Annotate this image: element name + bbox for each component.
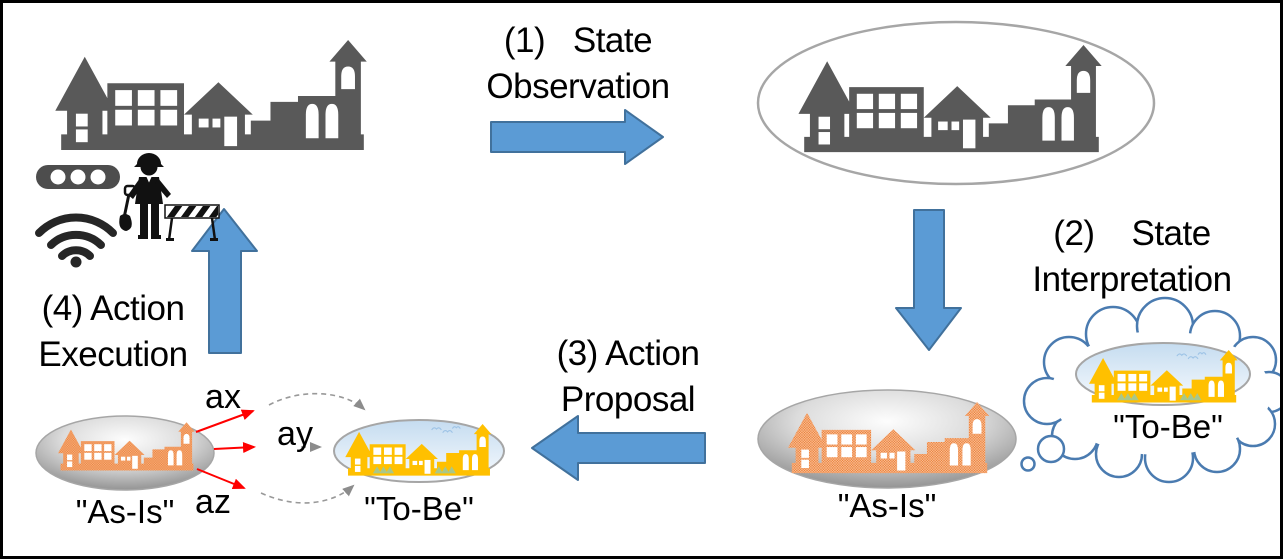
wifi-icon xyxy=(35,213,117,268)
step1-line1: (1) State xyxy=(503,21,653,60)
arrow-left-step3 xyxy=(531,415,706,481)
step3-line1: (3) Action xyxy=(556,334,700,373)
step1-label: (1) State Observation xyxy=(443,18,713,109)
action-arrow-ax xyxy=(195,409,255,433)
arrow-up-step4 xyxy=(191,208,258,354)
action-arrow-az xyxy=(196,468,246,489)
step2-line2: Interpretation xyxy=(1032,259,1232,299)
thought-bubble-small xyxy=(1020,456,1036,472)
as-is-right-label: "As-Is" xyxy=(837,487,937,524)
action-az-label: az xyxy=(195,483,231,521)
thought-bubble-medium xyxy=(1036,434,1066,464)
step4-label: (4) Action Execution xyxy=(15,286,211,377)
step4-line1: (4) Action xyxy=(41,289,185,328)
city-top-left xyxy=(55,40,367,151)
barricade-icon xyxy=(164,204,220,241)
step2-line1: (2) State xyxy=(1053,214,1211,253)
step4-line2: Execution xyxy=(38,334,188,374)
to-be-left-label: "To-Be" xyxy=(364,490,474,527)
diagram-graphics xyxy=(35,20,1280,504)
step3-line2: Proposal xyxy=(560,379,696,419)
traffic-light-icon xyxy=(36,165,120,189)
to-be-cloud-label: "To-Be" xyxy=(1113,408,1223,445)
step2-label: (2) State Interpretation xyxy=(978,211,1280,302)
as-is-left-label: "As-Is" xyxy=(75,493,175,530)
action-ay-label: ay xyxy=(277,415,313,453)
action-arrow-ay xyxy=(213,442,256,454)
transition-ax xyxy=(268,392,366,411)
arrow-right-step1 xyxy=(490,109,664,165)
arrow-down-step2 xyxy=(895,209,962,351)
step1-line2: Observation xyxy=(486,66,670,106)
action-ax-label: ax xyxy=(205,378,241,416)
construction-worker-icon xyxy=(119,153,171,239)
transition-az xyxy=(260,484,355,504)
step3-label: (3) Action Proposal xyxy=(523,331,733,422)
